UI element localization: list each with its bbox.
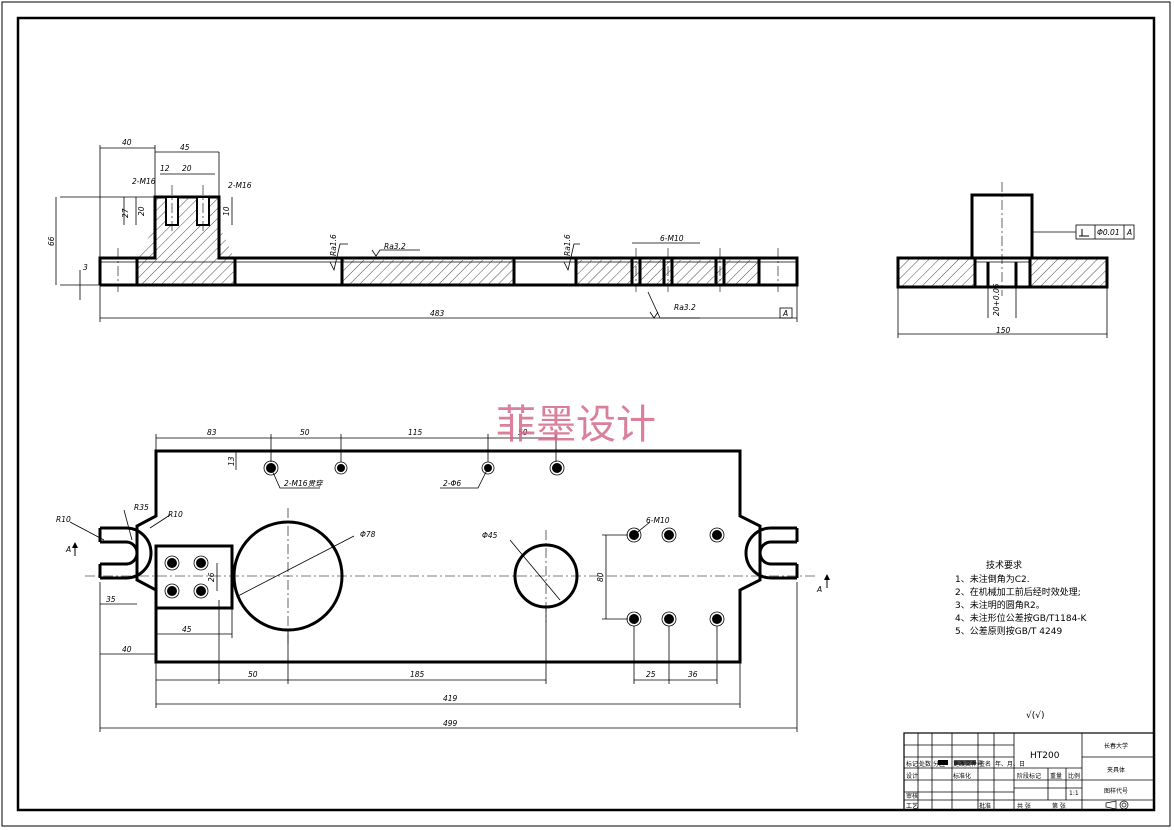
- dim-phi45: Φ45: [482, 531, 498, 540]
- dim-40: 40: [122, 138, 132, 147]
- side-view: Φ0.01 A 150 20+0.05: [896, 182, 1135, 338]
- tech-item-4: 4、未注形位公差按GB/T1184-K: [955, 612, 1088, 624]
- front-view: [55, 145, 799, 322]
- inner-border: [16, 16, 1156, 812]
- ra-32-bottom: Ra3.2: [674, 303, 696, 312]
- dim-483: 483: [430, 309, 445, 318]
- dim-3: 3: [83, 263, 88, 272]
- dim-80: 80: [596, 572, 605, 582]
- dim-20b: 20: [137, 206, 146, 216]
- tb-label-change: 更改文件号: [953, 760, 983, 768]
- ra-16-right: Ra1.6: [563, 234, 572, 256]
- dim-36: 36: [688, 670, 698, 679]
- material: HT200: [1030, 751, 1060, 761]
- school-name: 长春大学: [1104, 742, 1128, 750]
- dim-27: 27: [121, 208, 130, 218]
- tb-label-weight: 重量: [1050, 772, 1062, 780]
- tb-label-stage: 阶段标记: [1017, 772, 1041, 780]
- dim-185: 185: [410, 670, 425, 679]
- watermark: 菲墨设计: [496, 402, 656, 448]
- dim-2-m16-left: 2-M16: [132, 177, 156, 186]
- dim-20-fit: 20+0.05: [992, 283, 1001, 316]
- tb-label-total-sheets: 共 张: [1017, 802, 1031, 810]
- dim-r35: R35: [134, 503, 149, 512]
- drawing-number: 图样代号: [1104, 787, 1128, 795]
- tb-label-sheet-no: 第 张: [1052, 802, 1066, 810]
- dim-phi78: Φ78: [360, 530, 376, 539]
- dim-45: 45: [180, 143, 190, 152]
- dim-499: 499: [443, 719, 458, 728]
- section-a-left: A: [65, 545, 71, 554]
- dim-10: 10: [222, 206, 231, 216]
- tech-item-1: 1、未注倒角为C2.: [955, 573, 1030, 585]
- dim-2-phi6: 2-Φ6: [443, 479, 461, 488]
- dim-83: 83: [207, 428, 217, 437]
- projection-symbol-icon: [1105, 800, 1129, 810]
- top-view: [69, 434, 830, 732]
- roughness-note: √(√): [1026, 710, 1045, 721]
- dim-25: 25: [646, 670, 656, 679]
- tb-label-process: 工艺: [906, 802, 918, 810]
- ra-16-left: Ra1.6: [329, 234, 338, 256]
- tb-label-standard: 标准化: [953, 772, 971, 780]
- dim-6-m10: 6-M10: [660, 234, 684, 243]
- scale-value: 1:1: [1069, 790, 1079, 797]
- dim-419: 419: [443, 694, 458, 703]
- dim-150: 150: [996, 326, 1011, 335]
- top-view-dims: 83 50 115 50 13 2-M16贯穿 2-Φ6 R10 R35 R10…: [56, 428, 822, 728]
- tb-label-zone: 分区: [933, 760, 945, 768]
- tech-title: 技术要求: [986, 559, 1022, 571]
- dim-50b: 50: [518, 428, 528, 437]
- dim-6-m10: 6-M10: [646, 516, 670, 525]
- tol-datum: A: [1126, 228, 1132, 237]
- dim-35: 35: [106, 595, 116, 604]
- part-name: 夹具体: [1107, 766, 1125, 774]
- dim-r10: R10: [56, 515, 71, 524]
- tech-item-2: 2、在机械加工前后经时效处理;: [955, 586, 1081, 598]
- dim-2-m16-right: 2-M16: [228, 181, 252, 190]
- dim-66: 66: [47, 236, 56, 246]
- tb-label-sign: 签名: [979, 760, 991, 768]
- tb-label-review: 审核: [906, 792, 918, 800]
- dim-50: 50: [300, 428, 310, 437]
- tb-label-design: 设计: [906, 772, 918, 780]
- dim-20: 20: [182, 164, 192, 173]
- dim-26: 26: [207, 572, 216, 582]
- dim-13: 13: [227, 456, 236, 466]
- tb-label-mark: 标记: [906, 760, 918, 768]
- tb-label-approve: 批准: [979, 802, 991, 810]
- tb-label-scale: 比例: [1068, 772, 1080, 780]
- front-view-dims: 40 45 12 20 2-M16 2-M16 27 20 10 66 3 48…: [47, 138, 788, 318]
- dim-40: 40: [122, 645, 132, 654]
- dim-45: 45: [182, 625, 192, 634]
- dim-b50: 50: [248, 670, 258, 679]
- tech-item-3: 3、未注明的圆角R2。: [955, 599, 1045, 611]
- tb-label-count: 处数: [919, 760, 931, 768]
- dim-r10b: R10: [168, 510, 183, 519]
- dim-2-m16-through: 2-M16贯穿: [284, 479, 324, 488]
- datum-a: A: [782, 309, 788, 318]
- section-a-right: A: [816, 585, 822, 594]
- tb-label-date: 年、月、日: [995, 760, 1025, 768]
- dim-12: 12: [160, 164, 170, 173]
- dim-115: 115: [408, 428, 423, 437]
- tol-value: Φ0.01: [1097, 228, 1120, 237]
- title-block: HT200 长春大学 夹具体 图样代号 1:1 标记 处数 分区 更改文件号 签…: [903, 732, 1155, 811]
- ra-32-top: Ra3.2: [384, 242, 406, 251]
- technical-requirements: 技术要求 1、未注倒角为C2. 2、在机械加工前后经时效处理; 3、未注明的圆角…: [955, 559, 1088, 637]
- tech-item-5: 5、公差原则按GB/T 4249: [955, 625, 1062, 637]
